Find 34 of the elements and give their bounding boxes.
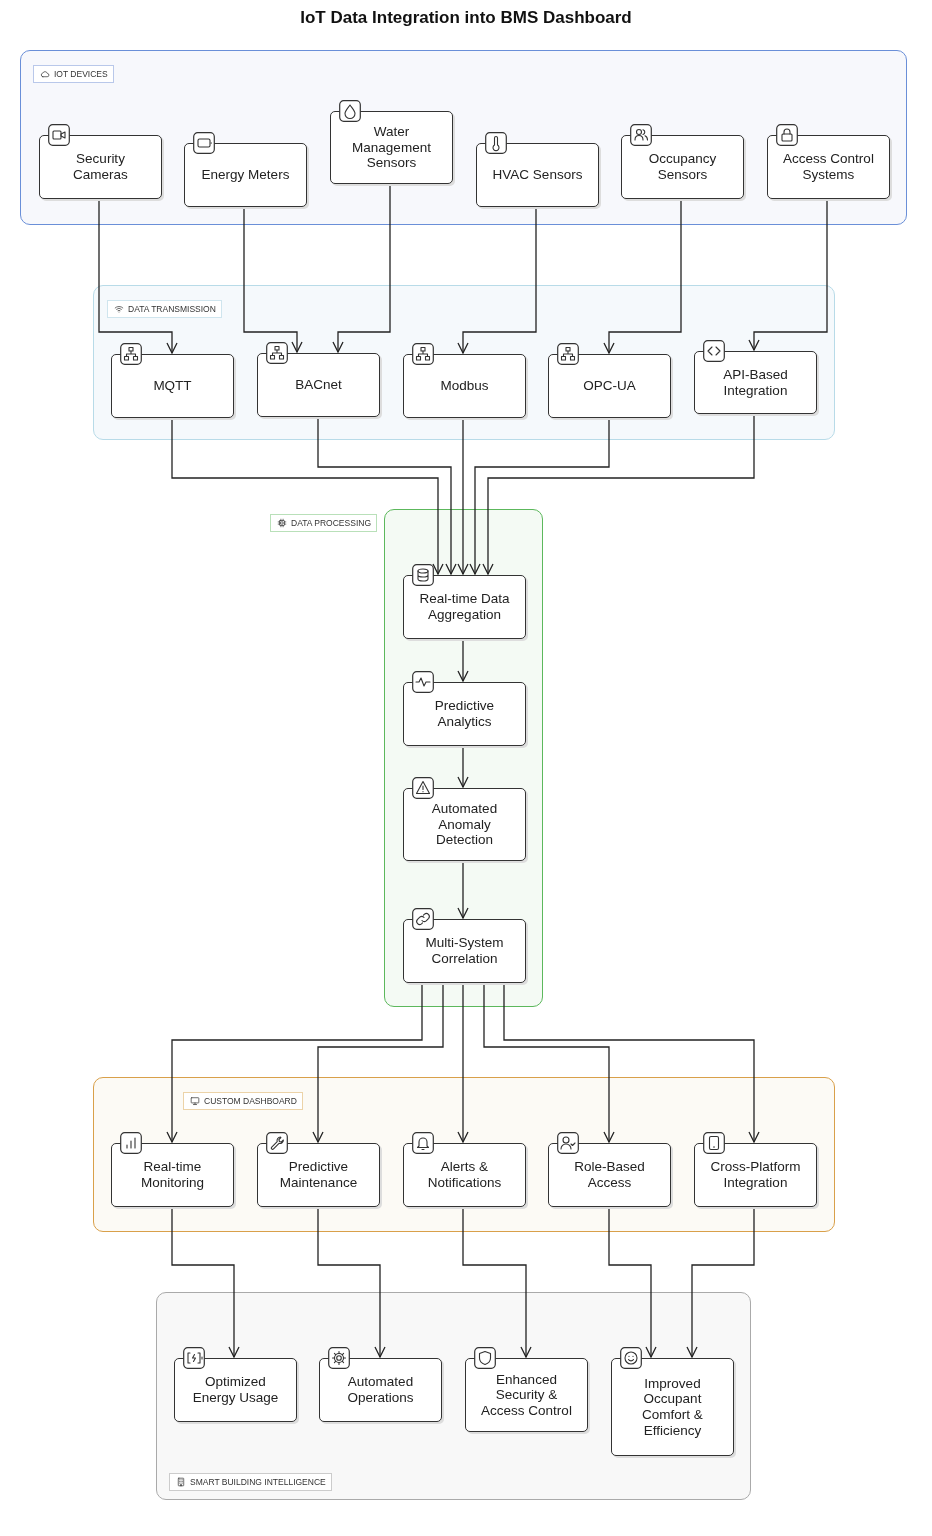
diagram-title: IoT Data Integration into BMS Dashboard (299, 8, 633, 28)
node-label: Real-time Data Aggregation (418, 591, 511, 623)
node-label: Cross-Platform Integration (709, 1159, 802, 1191)
node-label: Automated Anomaly Detection (430, 801, 499, 848)
node-label: Enhanced Security & Access Control (480, 1371, 573, 1419)
node-label: Role-Based Access (573, 1159, 646, 1191)
node-label: Security Cameras (72, 151, 129, 183)
node-label: Optimized Energy Usage (191, 1374, 280, 1406)
node-label: Multi-System Correlation (424, 935, 505, 967)
node-label: Predictive Analytics (433, 698, 496, 730)
group-label: SMART BUILDING INTELLIGENCE (190, 1477, 326, 1487)
group-panel (20, 50, 907, 225)
node-label: Alerts & Notifications (426, 1159, 503, 1191)
group-panel (93, 1077, 835, 1232)
node-label: Water Management Sensors (351, 124, 432, 171)
node-label: BACnet (294, 377, 343, 393)
group-label: IOT DEVICES (54, 69, 108, 79)
node-label: Energy Meters (200, 167, 291, 183)
group-label: CUSTOM DASHBOARD (204, 1096, 297, 1106)
node-label: HVAC Sensors (491, 167, 584, 183)
node-label: OPC-UA (582, 378, 637, 394)
node-label: Occupancy Sensors (647, 151, 718, 183)
node-label: Predictive Maintenance (278, 1159, 359, 1191)
group-panel (93, 285, 835, 440)
node-label: Automated Operations (346, 1374, 415, 1406)
group-label: DATA PROCESSING (291, 518, 371, 528)
group-label: DATA TRANSMISSION (128, 304, 216, 314)
node-label: MQTT (152, 378, 193, 394)
node-label: Improved Occupant Comfort & Efficiency (641, 1375, 704, 1439)
node-label: Real-time Monitoring (140, 1159, 205, 1191)
node-label: API-Based Integration (722, 367, 789, 398)
node-label: Modbus (439, 378, 490, 394)
node-label: Access Control Systems (782, 151, 875, 183)
group-panel (156, 1292, 751, 1500)
